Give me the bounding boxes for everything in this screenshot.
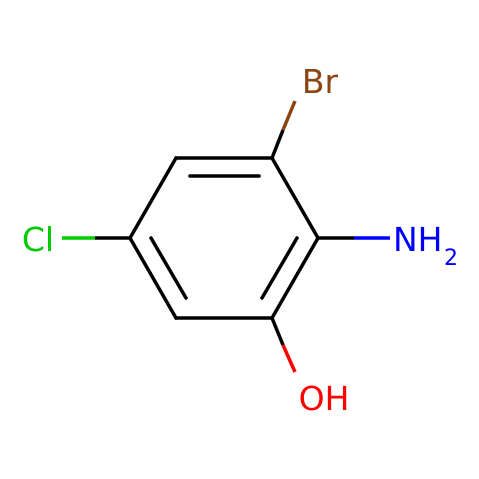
bond-c-br-colored [281, 100, 297, 131]
bond-c2-c3 [270, 156, 320, 240]
bond-c-o-black [270, 317, 285, 346]
atom-label-nh2: NH 2 [393, 220, 458, 271]
atom-label-nh: NH [393, 220, 443, 259]
bond-c-br-black [270, 129, 285, 159]
bond-c6-c1 [128, 156, 178, 240]
atom-label-br: Br [302, 62, 339, 101]
bond-c3-c4 [270, 236, 320, 320]
substituent-bonds [62, 100, 390, 373]
bond-c5-c6 [128, 236, 178, 320]
double-bond-inner-right [260, 236, 299, 300]
ring-bonds [128, 156, 320, 320]
double-bond-inner-left [149, 236, 188, 300]
atom-label-nh2-subscript: 2 [444, 246, 458, 271]
atom-label-cl: Cl [22, 220, 54, 259]
atom-label-oh: OH [299, 379, 350, 418]
bond-c-o-colored [281, 344, 297, 373]
